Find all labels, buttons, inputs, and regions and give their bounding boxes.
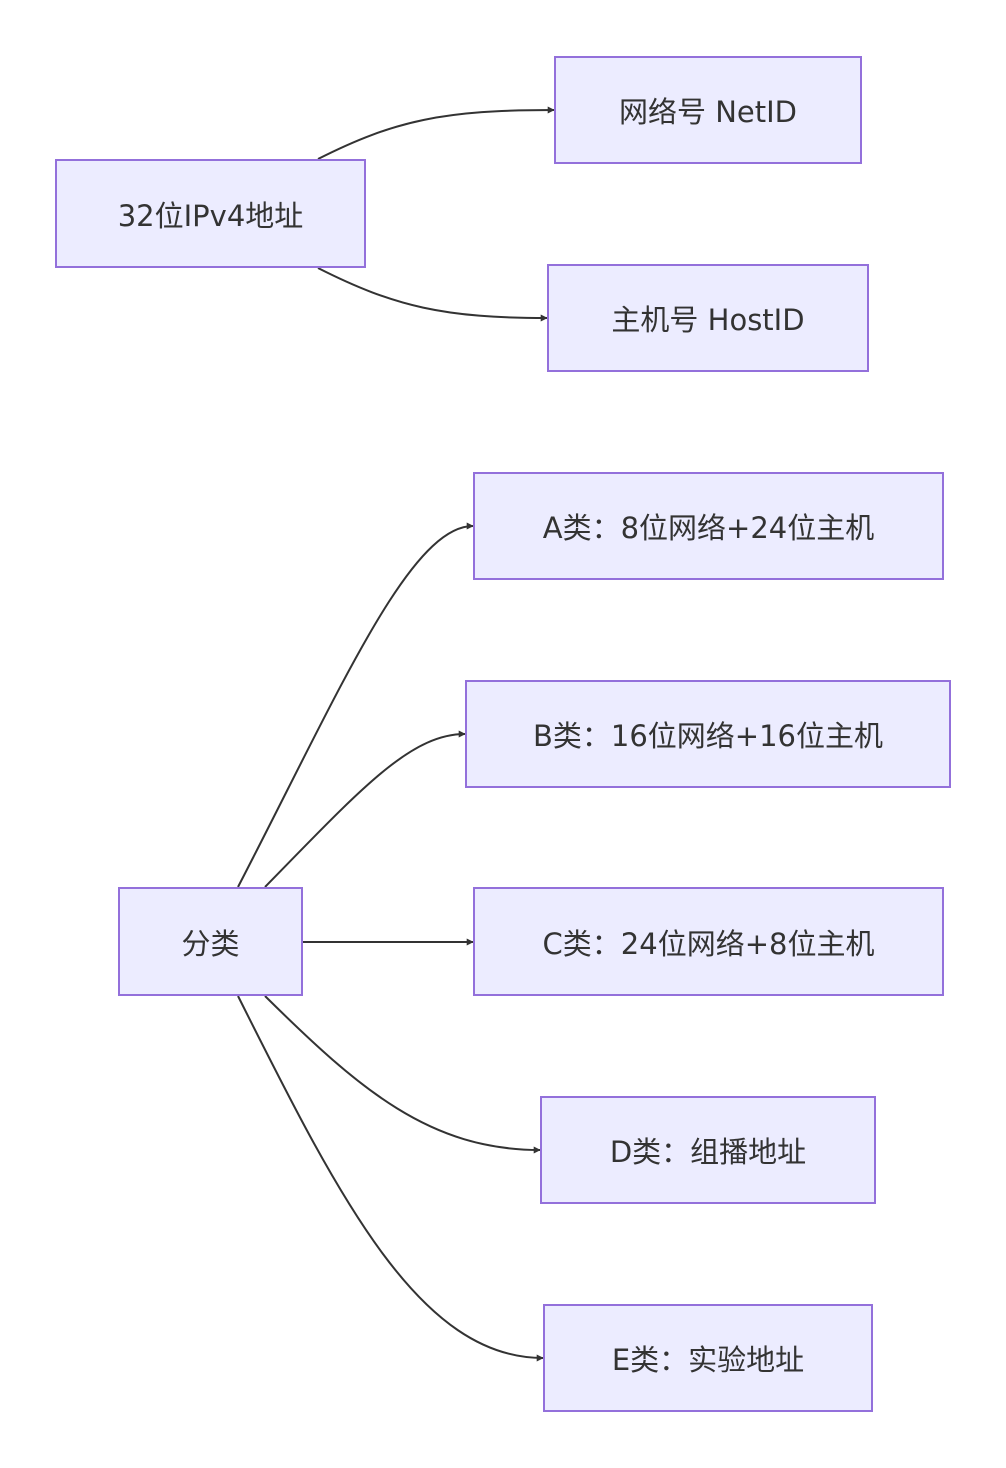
node-class-d-label: D类：组播地址 <box>609 1135 807 1169</box>
node-classify: 分类 <box>118 887 303 996</box>
node-netid: 网络号 NetID <box>554 56 862 164</box>
node-classify-label: 分类 <box>181 926 240 961</box>
edge-classify-to-class-b <box>264 730 466 888</box>
node-class-c: C类：24位网络+8位主机 <box>473 887 944 996</box>
node-netid-label: 网络号 NetID <box>618 95 797 129</box>
node-class-e: E类：实验地址 <box>543 1304 873 1412</box>
node-ipv4-address: 32位IPv4地址 <box>55 159 366 268</box>
node-class-b: B类：16位网络+16位主机 <box>465 680 951 788</box>
edge-ipv4-to-netid <box>317 106 555 160</box>
edge-classify-to-class-d <box>264 995 541 1154</box>
node-class-b-label: B类：16位网络+16位主机 <box>533 719 883 753</box>
node-class-a: A类：8位网络+24位主机 <box>473 472 944 580</box>
node-hostid: 主机号 HostID <box>547 264 869 372</box>
edge-classify-to-class-e <box>237 995 544 1362</box>
edge-ipv4-to-hostid <box>317 267 548 322</box>
node-class-e-label: E类：实验地址 <box>611 1343 805 1377</box>
edge-classify-to-class-a <box>237 522 474 888</box>
node-hostid-label: 主机号 HostID <box>611 303 805 337</box>
node-class-c-label: C类：24位网络+8位主机 <box>542 926 875 961</box>
node-class-d: D类：组播地址 <box>540 1096 876 1204</box>
node-ipv4-label: 32位IPv4地址 <box>117 198 304 233</box>
node-class-a-label: A类：8位网络+24位主机 <box>542 511 875 545</box>
